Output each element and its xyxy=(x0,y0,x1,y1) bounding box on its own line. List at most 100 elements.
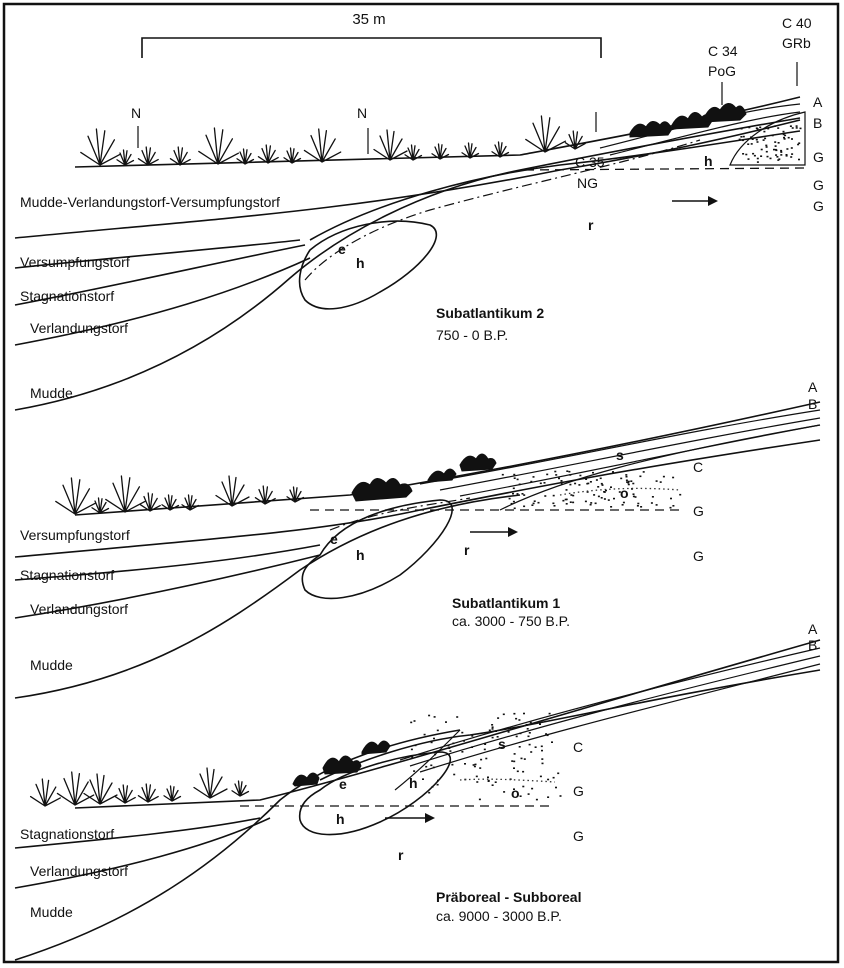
stipple-dot xyxy=(585,501,587,503)
stipple-dot xyxy=(780,154,782,156)
stipple-dot xyxy=(530,481,532,483)
stipple-dot xyxy=(790,156,792,158)
stipple-dot xyxy=(513,767,515,769)
layer-label-verlandungstorf: Verlandungstorf xyxy=(30,601,128,617)
stipple-dot xyxy=(569,474,571,476)
stipple-dot xyxy=(517,493,519,495)
period-dates: ca. 9000 - 3000 B.P. xyxy=(436,908,562,924)
stipple-dot xyxy=(745,154,747,156)
stipple-dot xyxy=(555,787,557,789)
horizon-r: r xyxy=(398,847,404,863)
stipple-dot xyxy=(533,476,535,478)
horizon-o: o xyxy=(620,485,629,501)
stipple-dot xyxy=(643,471,645,473)
reed-plant xyxy=(57,772,93,805)
stipple-dot xyxy=(656,504,658,506)
stipple-dot xyxy=(740,136,742,138)
stipple-dot xyxy=(437,780,439,782)
stipple-dot xyxy=(763,139,765,141)
stipple-dot xyxy=(766,151,768,153)
stipple-dot xyxy=(547,779,549,781)
stipple-dot xyxy=(775,150,777,152)
stipple-dot xyxy=(566,470,568,472)
stipple-dot xyxy=(522,493,524,495)
profile-c34-code: C 34 xyxy=(708,43,738,59)
stipple-dot xyxy=(791,147,793,149)
shrub-cluster xyxy=(630,103,746,137)
stipple-dot xyxy=(528,736,530,738)
profile-c34-type: PoG xyxy=(708,63,736,79)
horizon-r: r xyxy=(464,542,470,558)
stipple-dot xyxy=(775,154,777,156)
stipple-dot xyxy=(763,131,765,133)
stipple-dot xyxy=(757,158,759,160)
stipple-dot xyxy=(660,481,662,483)
stipple-dot xyxy=(434,716,436,718)
period-name: Subatlantikum 2 xyxy=(436,305,544,321)
stipple-dot xyxy=(620,478,622,480)
stipple-dot xyxy=(766,146,768,148)
reed-plant xyxy=(115,785,135,803)
stipple-dot xyxy=(560,795,562,797)
reed-plant xyxy=(106,476,146,512)
stipple-dot xyxy=(747,143,749,145)
stipple-dot xyxy=(534,500,536,502)
stipple-dot xyxy=(437,730,439,732)
stipple-dot xyxy=(463,740,465,742)
stipple-dot xyxy=(411,749,413,751)
stipple-dot xyxy=(672,477,674,479)
stipple-dot xyxy=(752,138,754,140)
stipple-dot xyxy=(778,142,780,144)
stipple-dot xyxy=(519,484,521,486)
stipple-dot xyxy=(529,732,531,734)
stipple-dot xyxy=(775,145,777,147)
stipple-dot xyxy=(562,500,564,502)
layer-label-mudde: Mudde xyxy=(30,385,73,401)
stipple-dot xyxy=(415,745,417,747)
stipple-dot xyxy=(539,723,541,725)
layer-label-mudde: Mudde xyxy=(30,657,73,673)
stipple-dot xyxy=(495,730,497,732)
stipple-dot xyxy=(513,713,515,715)
horizon-g: G xyxy=(693,548,704,564)
stipple-dot xyxy=(788,137,790,139)
stipple-dot xyxy=(566,489,568,491)
stipple-dot xyxy=(555,474,557,476)
stipple-dot xyxy=(635,496,637,498)
stipple-dot xyxy=(640,506,642,508)
layer-label-stagnationstorf: Stagnationstorf xyxy=(20,288,114,304)
stipple-dot xyxy=(679,494,681,496)
stipple-dot xyxy=(430,765,432,767)
stipple-dot xyxy=(561,480,563,482)
stipple-dot xyxy=(530,751,532,753)
stipple-dot xyxy=(521,758,523,760)
stipple-dot xyxy=(786,148,788,150)
horizon-e: e xyxy=(339,776,347,792)
stipple-dot xyxy=(451,764,453,766)
stipple-dot xyxy=(558,478,560,480)
stipple-dot xyxy=(536,799,538,801)
stipple-dot xyxy=(610,486,612,488)
stipple-dot xyxy=(530,722,532,724)
reed-plant xyxy=(374,130,407,160)
stipple-dot xyxy=(540,776,542,778)
marker-n-right: N xyxy=(357,105,367,121)
stipple-dot xyxy=(623,502,625,504)
stipple-dot xyxy=(570,501,572,503)
reed-plant xyxy=(56,478,96,514)
stipple-dot xyxy=(777,159,779,161)
reed-plant xyxy=(138,147,158,165)
stipple-dot xyxy=(764,138,766,140)
stipple-dot xyxy=(569,484,571,486)
c-horizon-stipple xyxy=(502,470,681,509)
stipple-dot xyxy=(761,149,763,151)
stipple-dot xyxy=(770,158,772,160)
layer-label-verlandungstorf: Verlandungstorf xyxy=(30,320,128,336)
reed-vegetation xyxy=(56,476,304,514)
stipple-dot xyxy=(524,758,526,760)
stipple-dot xyxy=(663,476,665,478)
stipple-dot xyxy=(743,136,745,138)
stipple-dot xyxy=(757,161,759,163)
stipple-dot xyxy=(413,770,415,772)
profile-c35-type: NG xyxy=(577,175,598,191)
